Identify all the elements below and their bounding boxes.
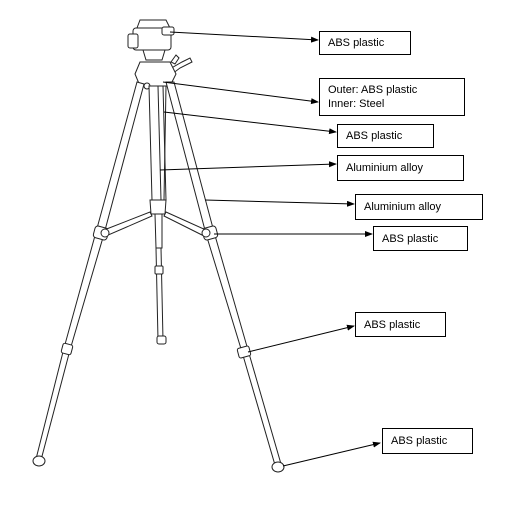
label-center-column: Aluminium alloy bbox=[337, 155, 464, 181]
label-leg-tube: Aluminium alloy bbox=[355, 194, 483, 220]
label-foot-text: ABS plastic bbox=[391, 435, 448, 447]
leader-leg-lock bbox=[247, 324, 355, 353]
label-leg-lock: ABS plastic bbox=[355, 312, 446, 337]
leader-leg-tube bbox=[204, 199, 355, 207]
pan-head-shape bbox=[127, 19, 193, 75]
leader-head bbox=[169, 31, 319, 43]
rear-leg-shape bbox=[157, 85, 167, 201]
center-column-shape bbox=[148, 85, 167, 345]
label-leg-tube-text: Aluminium alloy bbox=[364, 201, 442, 213]
label-center-column-text: Aluminium alloy bbox=[346, 162, 424, 174]
label-spreader-joint-text: ABS plastic bbox=[382, 232, 439, 245]
label-column-lock: Outer: ABS plastic Inner: Steel bbox=[319, 78, 465, 116]
label-spreader-joint: ABS plastic bbox=[373, 226, 468, 251]
spreader-shape bbox=[100, 211, 211, 238]
leader-foot bbox=[282, 441, 381, 467]
label-column-lock-outer: Outer: ABS plastic bbox=[328, 84, 418, 96]
label-column-lock-inner: Inner: Steel bbox=[328, 98, 385, 110]
label-leg-lock-text: ABS plastic bbox=[364, 318, 421, 331]
leader-column-lock bbox=[162, 81, 319, 105]
leader-column-collar bbox=[163, 111, 337, 135]
label-head: ABS plastic bbox=[319, 31, 411, 55]
label-column-collar-text: ABS plastic bbox=[346, 130, 403, 142]
right-leg-shape bbox=[165, 81, 285, 473]
label-head-text: ABS plastic bbox=[328, 37, 385, 49]
label-foot: ABS plastic bbox=[382, 428, 473, 454]
left-leg-shape bbox=[32, 81, 145, 467]
leader-center-column bbox=[159, 161, 337, 171]
label-column-collar: ABS plastic bbox=[337, 124, 434, 148]
